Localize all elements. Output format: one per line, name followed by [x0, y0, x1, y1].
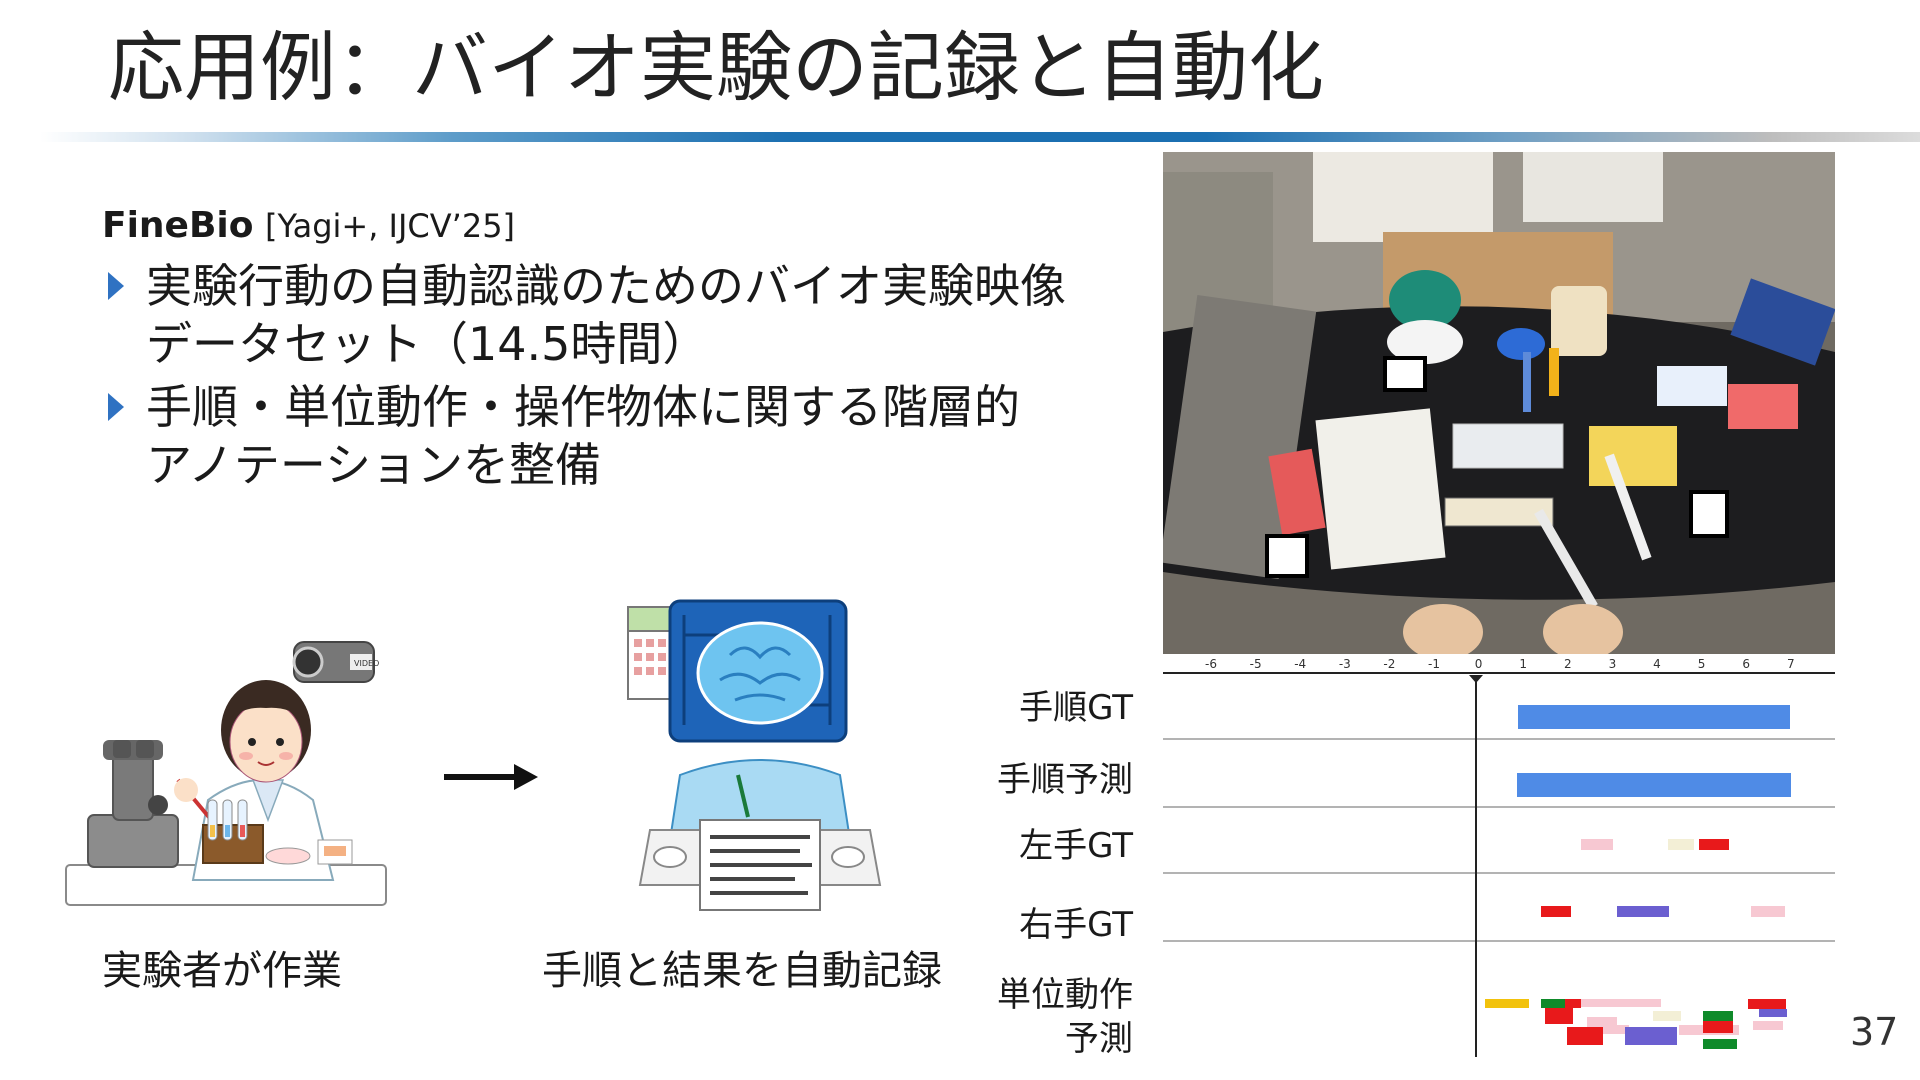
timeline-bars [1485, 705, 1791, 1049]
timeline-segment-red [1567, 1027, 1603, 1045]
timeline-tick-label: -2 [1383, 657, 1395, 671]
bullet-1-line-1: 実験行動の自動認識のためのバイオ実験映像 [146, 259, 1066, 313]
row-label-right-hand-gt: 右手GT [1019, 905, 1133, 945]
bullet-2-cont: アノテーションを整備 [108, 436, 601, 494]
bullet-triangle-icon [108, 271, 124, 300]
bullet-2: 手順・単位動作・操作物体に関する階層的 [108, 378, 1020, 436]
page-title: 応用例：バイオ実験の記録と自動化 [108, 23, 1324, 112]
page-number: 37 [1850, 1010, 1899, 1054]
timeline-tick-label: -3 [1339, 657, 1351, 671]
camera-video-label: VIDEO [354, 659, 379, 668]
row-label-left-hand-gt: 左手GT [1019, 826, 1133, 866]
right-arrow-icon [444, 764, 538, 790]
timeline-tick-label: -5 [1250, 657, 1262, 671]
timeline-segment-purple [1625, 1027, 1677, 1045]
timeline-tick-label: 1 [1519, 657, 1527, 671]
timeline-tick-label: 7 [1787, 657, 1795, 671]
timeline-segment-green [1703, 1039, 1737, 1049]
timeline-segment-red [1541, 906, 1571, 917]
timeline-segment-pink [1581, 839, 1613, 850]
caption-left: 実験者が作業 [102, 948, 342, 994]
row-label-atomic-pred-1: 単位動作 [997, 975, 1133, 1015]
caption-right: 手順と結果を自動記録 [542, 948, 942, 994]
bullet-2-line-2: アノテーションを整備 [146, 438, 601, 492]
scientist-with-microscope-illustration: VIDEO [65, 641, 387, 906]
timeline-segment-purple [1759, 1009, 1787, 1017]
bullet-triangle-icon [108, 392, 124, 421]
timeline-current-marker-head [1469, 675, 1483, 683]
reference: FineBio [Yagi+, IJCV’25] [102, 205, 515, 246]
row-label-atomic-pred-2: 予測 [1065, 1019, 1133, 1059]
timeline-segment-red [1699, 839, 1729, 850]
timeline-ticks: -6 -5 -4 -3 -2 -1 0 1 2 3 4 5 6 7 [1205, 657, 1795, 671]
timeline-tick-label: 4 [1653, 657, 1661, 671]
timeline-tick-label: -6 [1205, 657, 1217, 671]
bullet-1: 実験行動の自動認識のためのバイオ実験映像 [108, 257, 1066, 315]
timeline-segment-pink [1581, 999, 1661, 1007]
action-timeline: -6 -5 -4 -3 -2 -1 0 1 2 3 4 5 6 7 [1163, 657, 1835, 1057]
timeline-tick-label: 2 [1564, 657, 1572, 671]
timeline-tick-label: 3 [1609, 657, 1617, 671]
timeline-segment-red [1545, 1008, 1573, 1024]
timeline-segment-green [1703, 1011, 1733, 1021]
timeline-segment-red [1565, 999, 1581, 1008]
dataset-name: FineBio [102, 205, 254, 246]
bullet-1-line-2: データセット（14.5時間） [146, 317, 709, 371]
row-label-step-pred: 手順予測 [997, 760, 1133, 800]
timeline-row-dividers [1163, 738, 1835, 942]
timeline-tick-label: -1 [1428, 657, 1440, 671]
timeline-tick-label: -4 [1294, 657, 1306, 671]
timeline-segment-pink [1753, 1021, 1783, 1030]
bullet-2-line-1: 手順・単位動作・操作物体に関する階層的 [146, 380, 1020, 434]
lab-video-frame [1163, 152, 1835, 654]
timeline-segment-red [1748, 999, 1786, 1009]
timeline-tick-label: 6 [1742, 657, 1750, 671]
timeline-segment-pink [1751, 906, 1785, 917]
bullet-1-cont: データセット（14.5時間） [108, 315, 708, 373]
ai-brain-recording-illustration [627, 599, 882, 911]
timeline-segment-yellow [1485, 999, 1529, 1008]
timeline-segment-purple [1617, 906, 1669, 917]
timeline-tick-label: 5 [1698, 657, 1706, 671]
timeline-segment-cream [1653, 1011, 1681, 1021]
timeline-segment-blue [1517, 773, 1791, 797]
timeline-segment-red [1703, 1021, 1733, 1033]
title-underline [40, 132, 1920, 142]
timeline-tick-label: 0 [1475, 657, 1483, 671]
timeline-segment-blue [1518, 705, 1790, 729]
timeline-segment-green [1541, 999, 1565, 1008]
row-label-step-gt: 手順GT [1019, 688, 1133, 728]
timeline-segment-cream [1668, 839, 1694, 850]
timeline-segment-pink [1599, 1025, 1629, 1034]
citation: [Yagi+, IJCV’25] [264, 207, 516, 245]
